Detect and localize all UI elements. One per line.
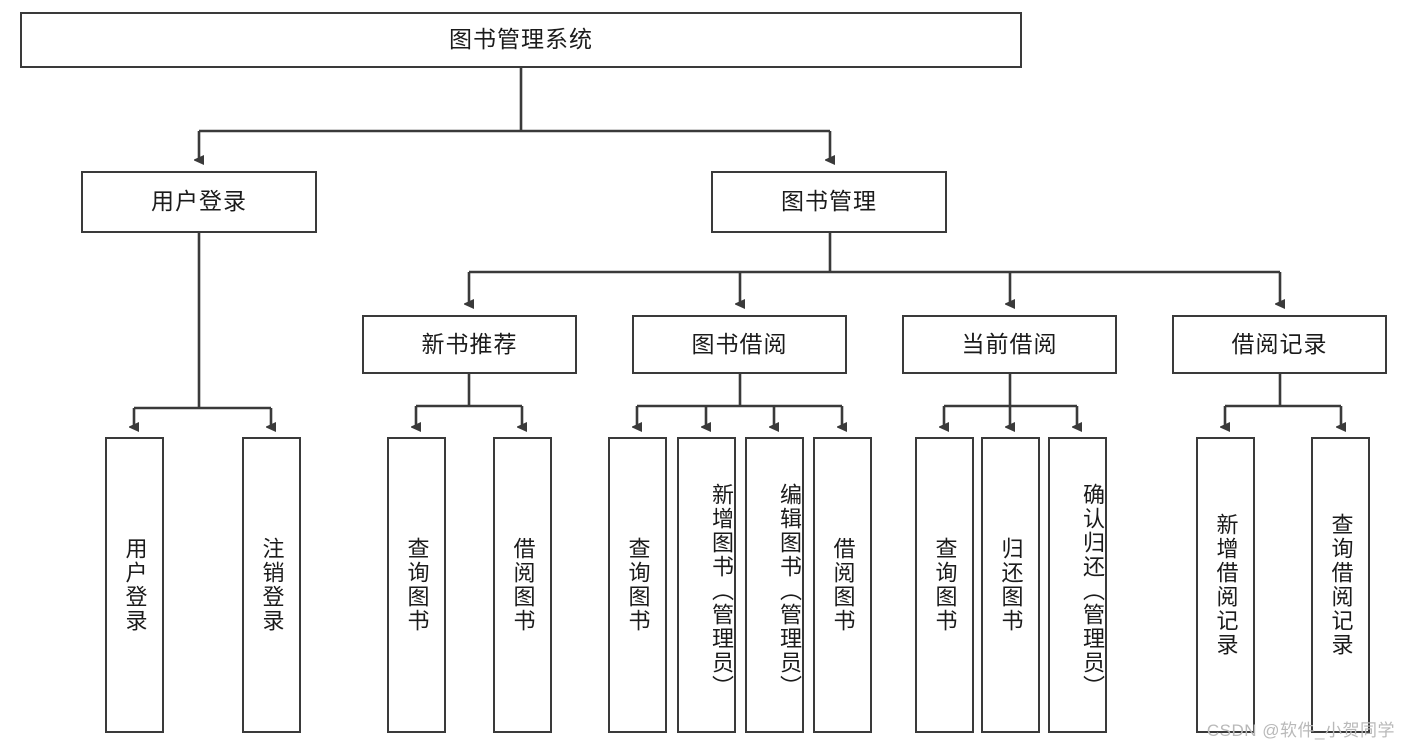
- leaf-confirm-return-admin[interactable]: 确认归还（管理员）: [1048, 437, 1107, 733]
- node-label: 用户登录: [122, 537, 148, 633]
- node-book-management[interactable]: 图书管理: [711, 171, 947, 233]
- node-user-login[interactable]: 用户登录: [81, 171, 317, 233]
- node-label: 确认归还（管理员）: [1080, 483, 1105, 699]
- node-borrowing-record[interactable]: 借阅记录: [1172, 315, 1387, 374]
- node-book-management-system[interactable]: 图书管理系统: [20, 12, 1022, 68]
- leaf-borrow-book-borrowing[interactable]: 借阅图书: [813, 437, 872, 733]
- leaf-user-login[interactable]: 用户登录: [105, 437, 164, 733]
- node-label: 查询图书: [625, 537, 651, 633]
- node-label: 用户登录: [151, 188, 247, 215]
- node-new-book-recommendation[interactable]: 新书推荐: [362, 315, 577, 374]
- node-label: 新书推荐: [421, 330, 518, 357]
- node-label: 归还图书: [998, 537, 1024, 633]
- leaf-edit-book-admin[interactable]: 编辑图书（管理员）: [745, 437, 804, 733]
- node-label: 借阅图书: [830, 537, 856, 633]
- leaf-add-borrow-record[interactable]: 新增借阅记录: [1196, 437, 1255, 733]
- leaf-add-book-admin[interactable]: 新增图书（管理员）: [677, 437, 736, 733]
- node-label: 查询图书: [404, 537, 430, 633]
- node-label: 新增借阅记录: [1213, 513, 1239, 657]
- node-label: 注销登录: [259, 537, 285, 633]
- leaf-logout-login[interactable]: 注销登录: [242, 437, 301, 733]
- leaf-query-borrow-record[interactable]: 查询借阅记录: [1311, 437, 1370, 733]
- leaf-borrow-book-new-rec[interactable]: 借阅图书: [493, 437, 552, 733]
- leaf-query-book-current[interactable]: 查询图书: [915, 437, 974, 733]
- node-label: 借阅图书: [510, 537, 536, 633]
- node-label: 图书管理系统: [449, 26, 593, 53]
- leaf-query-book-new-rec[interactable]: 查询图书: [387, 437, 446, 733]
- node-label: 查询借阅记录: [1328, 513, 1354, 657]
- node-book-borrowing[interactable]: 图书借阅: [632, 315, 847, 374]
- node-label: 查询图书: [932, 537, 958, 633]
- node-label: 图书借阅: [691, 330, 788, 357]
- node-current-borrowing[interactable]: 当前借阅: [902, 315, 1117, 374]
- node-label: 图书管理: [781, 188, 877, 215]
- node-label: 新增图书（管理员）: [709, 483, 734, 699]
- leaf-return-book[interactable]: 归还图书: [981, 437, 1040, 733]
- leaf-query-book-borrowing[interactable]: 查询图书: [608, 437, 667, 733]
- csdn-watermark: CSDN @软件_小贺同学: [1206, 721, 1395, 740]
- node-label: 编辑图书（管理员）: [777, 483, 802, 699]
- node-label: 借阅记录: [1231, 330, 1328, 357]
- node-label: 当前借阅: [961, 330, 1058, 357]
